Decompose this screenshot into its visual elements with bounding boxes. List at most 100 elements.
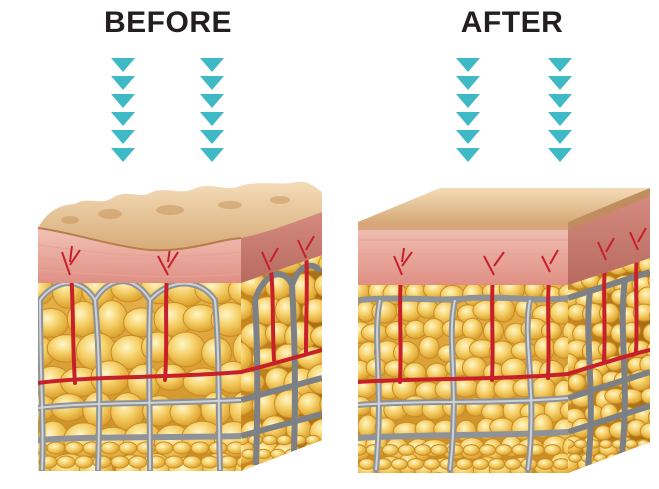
fat-cell <box>240 464 264 489</box>
arrow-chevron <box>456 130 480 144</box>
fat-cell <box>511 342 536 360</box>
fat-cell <box>496 445 512 456</box>
fat-cell <box>467 479 488 489</box>
arrow-chevron <box>111 58 135 72</box>
arrow-chevron <box>456 58 480 72</box>
fat-cell <box>391 459 407 470</box>
arrow-chevron <box>548 112 572 126</box>
arrow-chevron <box>200 130 224 144</box>
fat-cell <box>320 392 349 418</box>
fat-cell <box>65 442 83 454</box>
fat-cell <box>129 456 147 468</box>
fat-cell <box>402 478 428 489</box>
fat-cell <box>266 464 290 489</box>
fat-cell <box>314 449 328 459</box>
fat-cell <box>173 442 191 454</box>
fat-cell <box>423 319 445 340</box>
arrow-chevron <box>456 76 480 90</box>
fat-cell <box>598 342 616 357</box>
arrow-chevron <box>111 76 135 90</box>
fat-cell <box>419 337 439 359</box>
fat-cell <box>431 445 447 456</box>
arrow-chevron <box>456 148 480 162</box>
fat-cell <box>568 374 585 391</box>
arrow-chevron <box>200 148 224 162</box>
fat-cell <box>641 388 659 404</box>
fat-cell <box>568 474 590 489</box>
fat-cell <box>650 374 659 393</box>
fat-cell <box>586 473 606 489</box>
arrows-before <box>111 58 224 162</box>
fat-cell <box>607 454 620 462</box>
fat-cell <box>481 474 507 489</box>
fat-cell <box>640 423 659 439</box>
fat-cell <box>111 456 129 468</box>
arrow-chevron <box>111 112 135 126</box>
fat-cell <box>553 459 569 470</box>
arrow-chevron <box>111 94 135 108</box>
fat-cell <box>625 440 638 448</box>
fat-cell <box>617 470 636 486</box>
fat-cell <box>505 459 521 470</box>
fat-cell <box>97 301 128 338</box>
fat-cell <box>183 456 201 468</box>
fat-cell <box>651 437 659 454</box>
fat-cell <box>101 442 119 454</box>
fat-cell <box>489 459 505 470</box>
fat-cell <box>325 298 350 323</box>
fat-cell <box>319 443 350 464</box>
fat-cell <box>271 449 285 459</box>
arrow-chevron <box>548 76 572 90</box>
fat-cell <box>456 459 472 470</box>
fat-cell <box>463 357 487 379</box>
fat-cell <box>569 454 582 462</box>
arrow-chevron <box>548 130 572 144</box>
arrow-chevron <box>200 94 224 108</box>
fat-cell <box>314 274 339 297</box>
fat-cell <box>306 435 320 445</box>
fat-cell <box>309 468 340 489</box>
fat-cell <box>424 459 440 470</box>
fat-cell <box>649 308 659 324</box>
fat-cell <box>544 445 560 456</box>
fat-cell <box>623 454 643 474</box>
fat-cell <box>493 298 515 322</box>
fat-cell <box>165 456 183 468</box>
fat-cell <box>592 323 613 337</box>
fat-cell <box>399 445 415 456</box>
fat-cell <box>408 459 424 470</box>
fat-cell <box>319 253 351 274</box>
fat-cell <box>463 445 479 456</box>
fat-cell <box>600 440 613 448</box>
fat-cell <box>119 442 137 454</box>
before-skin-block <box>18 182 369 489</box>
arrow-chevron <box>548 148 572 162</box>
fat-cell <box>427 473 450 489</box>
arrow-chevron <box>456 112 480 126</box>
fat-cell <box>386 474 406 489</box>
arrow-chevron <box>456 94 480 108</box>
arrow-chevron <box>548 94 572 108</box>
fat-cell <box>472 459 488 470</box>
fat-cell <box>359 459 375 470</box>
fat-cell <box>332 272 362 302</box>
fat-cell <box>502 474 528 489</box>
arrow-chevron <box>200 58 224 72</box>
fat-cell <box>644 454 657 462</box>
fat-cell <box>522 473 548 489</box>
arrow-chevron <box>111 148 135 162</box>
fat-cell <box>512 445 528 456</box>
fat-cell <box>415 445 431 456</box>
arrow-chevron <box>548 58 572 72</box>
fat-cell <box>75 456 93 468</box>
after-skin-block <box>344 188 659 489</box>
fat-cell <box>311 325 339 347</box>
after-epidermis-front-edge <box>358 222 568 230</box>
fat-cell <box>346 479 366 489</box>
fat-cell <box>537 459 553 470</box>
fat-cell <box>631 472 651 488</box>
fat-cell <box>619 454 632 462</box>
fat-cell <box>323 348 352 370</box>
fat-cell <box>640 454 657 471</box>
